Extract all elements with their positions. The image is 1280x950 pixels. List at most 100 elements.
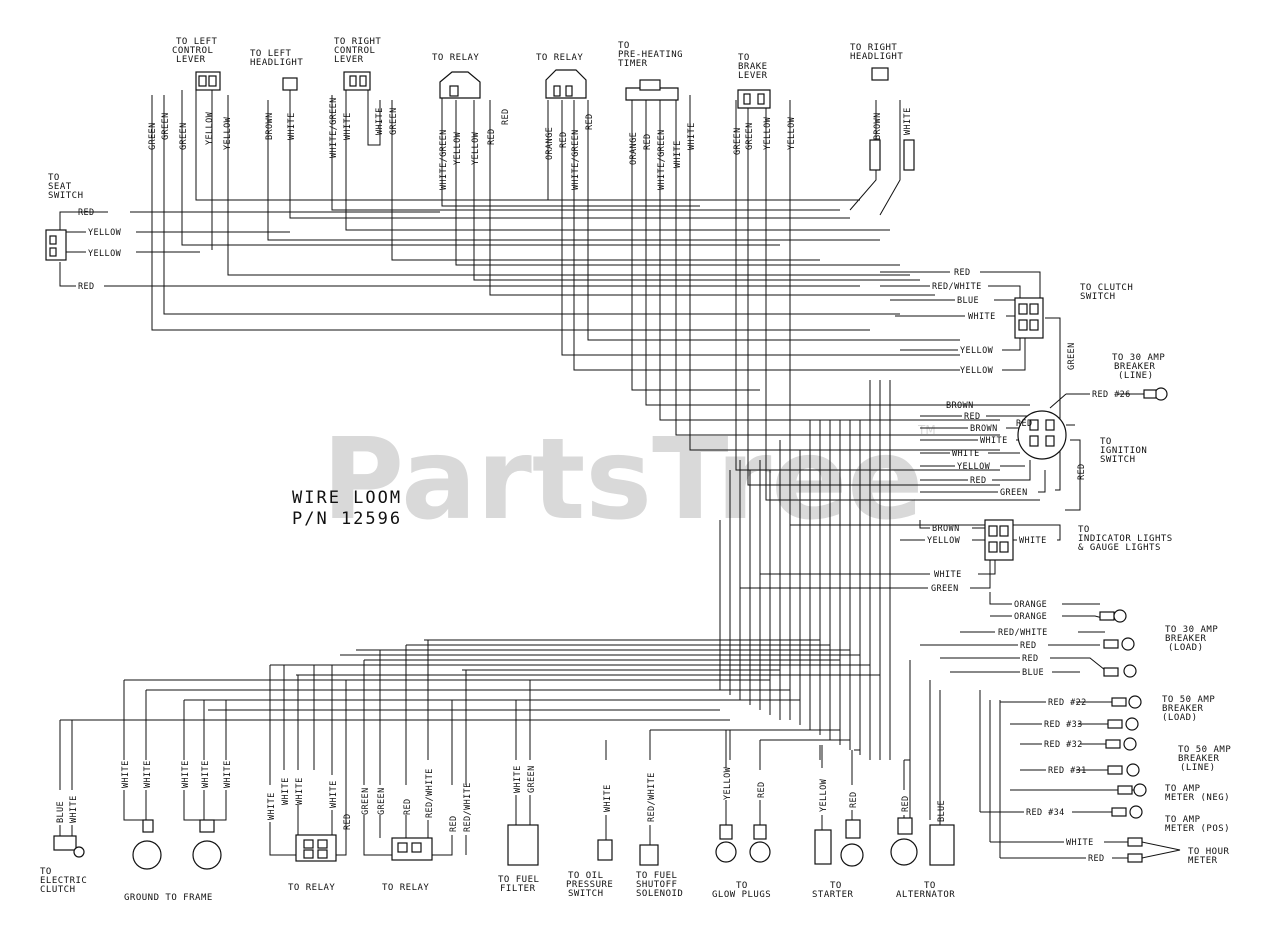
svg-text:WHITE: WHITE <box>69 795 79 823</box>
svg-text:TO RIGHT: TO RIGHT <box>334 37 381 47</box>
svg-text:GREEN: GREEN <box>931 584 959 594</box>
svg-text:TO FUEL: TO FUEL <box>636 871 677 881</box>
label-alternator: TO ALTERNATOR <box>896 881 955 900</box>
svg-text:TO: TO <box>40 867 52 877</box>
svg-text:WHITE: WHITE <box>181 760 191 788</box>
label-starter: TO STARTER <box>812 881 853 900</box>
label-hour-meter: TO HOUR METER <box>1188 847 1230 866</box>
svg-text:TO: TO <box>830 881 842 891</box>
label-left-headlight: TO LEFT HEADLIGHT <box>250 49 303 68</box>
connector-labels: TO LEFT CONTROL LEVER TO LEFT HEADLIGHT … <box>40 37 1231 903</box>
label-right-headlight: TO RIGHT HEADLIGHT <box>850 43 903 62</box>
wires-brake: GREEN GREEN YELLOW YELLOW <box>733 116 797 155</box>
svg-text:ELECTRIC: ELECTRIC <box>40 876 87 886</box>
svg-text:GREEN: GREEN <box>527 765 537 793</box>
svg-text:METER: METER <box>1188 856 1218 866</box>
label-ground-to-frame: GROUND TO FRAME <box>124 893 213 903</box>
svg-text:RED: RED <box>757 781 767 798</box>
svg-text:BLUE: BLUE <box>957 296 979 306</box>
svg-text:GREEN: GREEN <box>179 122 189 150</box>
svg-text:BROWN: BROWN <box>970 424 998 434</box>
watermark-text: PartsTree <box>322 415 923 545</box>
svg-text:ORANGE: ORANGE <box>1014 600 1047 610</box>
wires-right-control: WHITE/GREEN WHITE WHITE GREEN <box>329 97 399 158</box>
svg-text:BLUE: BLUE <box>937 800 947 822</box>
svg-text:RED: RED <box>954 268 971 278</box>
svg-text:INDICATOR LIGHTS: INDICATOR LIGHTS <box>1078 534 1173 544</box>
svg-text:BREAKER: BREAKER <box>1165 634 1207 644</box>
watermark: PartsTree TM <box>322 415 936 545</box>
wires-indicator: BROWN YELLOW WHITE WHITE GREEN <box>927 524 1047 594</box>
svg-text:CONTROL: CONTROL <box>172 46 213 56</box>
svg-text:CONTROL: CONTROL <box>334 46 375 56</box>
svg-text:YELLOW: YELLOW <box>819 778 829 812</box>
svg-text:RED: RED <box>585 113 595 130</box>
svg-text:RED: RED <box>1016 419 1033 429</box>
svg-text:LEVER: LEVER <box>334 55 364 65</box>
label-electric-clutch: TO ELECTRIC CLUTCH <box>40 867 87 895</box>
svg-text:YELLOW: YELLOW <box>723 766 733 800</box>
diagram-title: WIRE LOOM P/N 12596 <box>292 488 400 529</box>
svg-text:TO AMP: TO AMP <box>1165 784 1201 794</box>
svg-text:RED: RED <box>487 128 497 145</box>
svg-text:RED: RED <box>403 798 413 815</box>
svg-text:WHITE: WHITE <box>223 760 233 788</box>
svg-text:SWITCH: SWITCH <box>48 191 84 201</box>
svg-text:GREEN: GREEN <box>361 787 371 815</box>
connector-shapes <box>45 67 1181 870</box>
svg-text:BROWN: BROWN <box>265 112 275 140</box>
svg-text:YELLOW: YELLOW <box>205 111 215 145</box>
svg-text:YELLOW: YELLOW <box>223 116 233 150</box>
svg-text:YELLOW: YELLOW <box>787 116 797 150</box>
svg-text:GLOW PLUGS: GLOW PLUGS <box>712 890 771 900</box>
svg-text:WHITE: WHITE <box>934 570 962 580</box>
svg-text:WHITE: WHITE <box>952 449 980 459</box>
svg-text:WHITE: WHITE <box>980 436 1008 446</box>
svg-text:WHITE: WHITE <box>513 765 523 793</box>
svg-text:RED/WHITE: RED/WHITE <box>932 282 982 292</box>
svg-text:FILTER: FILTER <box>500 884 536 894</box>
watermark-tm: TM <box>917 423 936 437</box>
wires-clutch: RED RED/WHITE BLUE WHITE GREEN YELLOW YE… <box>932 268 1077 376</box>
svg-text:RED: RED <box>1020 641 1037 651</box>
svg-text:YELLOW: YELLOW <box>960 366 994 376</box>
wires-starter: YELLOW RED <box>819 778 859 812</box>
svg-text:(LOAD): (LOAD) <box>1162 713 1198 723</box>
wires-electric-clutch: BLUE WHITE <box>56 795 79 823</box>
label-breaker-line-30: TO 30 AMP BREAKER (LINE) <box>1112 353 1165 381</box>
svg-text:HEADLIGHT: HEADLIGHT <box>850 52 903 62</box>
svg-text:YELLOW: YELLOW <box>453 131 463 165</box>
svg-text:ORANGE: ORANGE <box>629 132 639 165</box>
svg-text:WHITE: WHITE <box>295 777 305 805</box>
svg-text:WHITE/GREEN: WHITE/GREEN <box>439 129 449 190</box>
svg-text:WHITE: WHITE <box>673 140 683 168</box>
label-ignition-switch: TO IGNITION SWITCH <box>1100 437 1147 465</box>
label-amp-meter-neg: TO AMP METER (NEG) <box>1165 784 1230 803</box>
svg-text:RED: RED <box>1022 654 1039 664</box>
svg-text:TO HOUR: TO HOUR <box>1188 847 1230 857</box>
svg-text:GREEN: GREEN <box>745 122 755 150</box>
svg-text:WHITE: WHITE <box>375 107 385 135</box>
svg-text:YELLOW: YELLOW <box>927 536 961 546</box>
svg-text:ALTERNATOR: ALTERNATOR <box>896 890 955 900</box>
svg-text:GREEN: GREEN <box>733 127 743 155</box>
svg-text:BREAKER: BREAKER <box>1178 754 1220 764</box>
wires-alternator: RED BLUE <box>901 795 947 822</box>
svg-text:RED: RED <box>849 791 859 808</box>
wires-breaker-load-30: ORANGE ORANGE RED/WHITE RED RED BLUE <box>998 600 1047 678</box>
svg-text:TIMER: TIMER <box>618 59 648 69</box>
svg-text:RED: RED <box>643 133 653 150</box>
svg-text:TO 50 AMP: TO 50 AMP <box>1162 695 1215 705</box>
svg-text:RED: RED <box>964 412 981 422</box>
svg-text:RED: RED <box>78 282 95 292</box>
svg-text:TO: TO <box>736 881 748 891</box>
svg-text:WHITE: WHITE <box>1019 536 1047 546</box>
svg-text:TO FUEL: TO FUEL <box>498 875 539 885</box>
svg-text:YELLOW: YELLOW <box>88 228 122 238</box>
label-pre-heating-timer: TO PRE-HEATING TIMER <box>618 41 683 69</box>
svg-text:TO: TO <box>618 41 630 51</box>
svg-text:TO LEFT: TO LEFT <box>176 37 218 47</box>
wires-preheat: ORANGE RED WHITE/GREEN WHITE WHITE <box>629 122 697 190</box>
svg-text:WHITE: WHITE <box>903 107 913 135</box>
svg-text:(LOAD): (LOAD) <box>1168 643 1204 653</box>
